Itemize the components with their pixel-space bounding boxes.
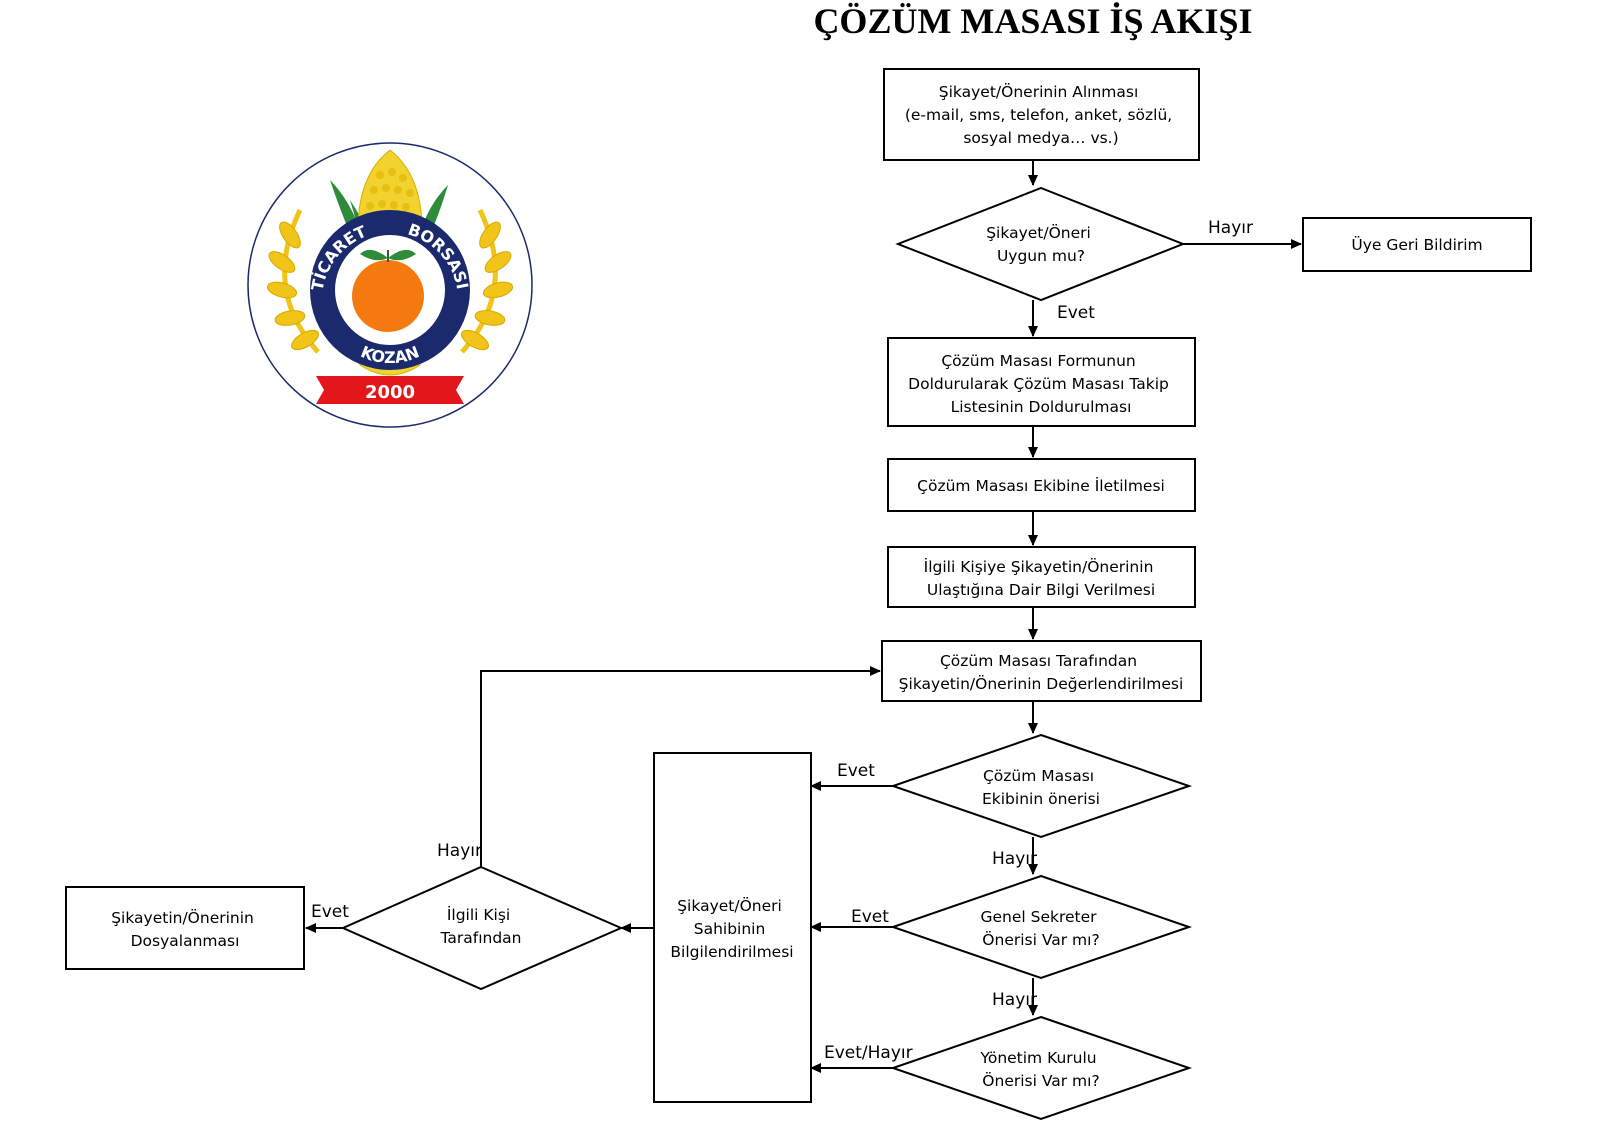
edge-label-n2-n3: Hayır bbox=[1208, 218, 1253, 238]
nodes: Şikayet/Önerinin Alınması (e-mail, sms, … bbox=[65, 68, 1532, 1121]
node-n13: Şikayetin/Önerinin Dosyalanması bbox=[65, 886, 305, 970]
page-title: ÇÖZÜM MASASI İŞ AKIŞI bbox=[813, 1, 1252, 41]
node-n3: Üye Geri Bildirim bbox=[1302, 217, 1532, 272]
node-n9: Genel Sekreter Önerisi Var mı? bbox=[889, 874, 1193, 980]
node-n8-text: Çözüm Masası Ekibinin önerisi bbox=[982, 767, 1100, 808]
node-n1: Şikayet/Önerinin Alınması (e-mail, sms, … bbox=[883, 68, 1200, 161]
node-n4: Çözüm Masası Formunun Doldurularak Çözüm… bbox=[887, 337, 1196, 427]
node-n5: Çözüm Masası Ekibine İletilmesi bbox=[887, 458, 1196, 512]
node-n11-text: Şikayet/Öneri Sahibinin Bilgilendirilmes… bbox=[670, 896, 793, 961]
edge-label-n12-n13: Evet bbox=[311, 902, 349, 922]
logo-year: 2000 bbox=[365, 382, 415, 403]
edge-label-n9-n11: Evet bbox=[851, 907, 889, 927]
node-n6: İlgili Kişiye Şikayetin/Önerinin Ulaştığ… bbox=[887, 546, 1196, 608]
ribbon-icon: 2000 bbox=[316, 376, 464, 404]
node-n7-text: Çözüm Masası Tarafından Şikayetin/Önerin… bbox=[899, 652, 1184, 693]
edge-labels: Hayır Evet Evet Hayır Evet Hayır Evet/Ha… bbox=[311, 218, 1253, 1063]
node-n5-text: Çözüm Masası Ekibine İletilmesi bbox=[917, 476, 1165, 495]
edge-label-n8-n9: Hayır bbox=[992, 849, 1037, 869]
node-n11: Şikayet/Öneri Sahibinin Bilgilendirilmes… bbox=[653, 752, 812, 1103]
kozan-ticaret-borsasi-logo: TİCARET BORSASI KOZAN 2000 bbox=[247, 142, 533, 428]
node-n10-text: Yönetim Kurulu Önerisi Var mı? bbox=[979, 1049, 1101, 1090]
edges bbox=[305, 160, 1302, 1073]
node-n13-text: Şikayetin/Önerinin Dosyalanması bbox=[111, 908, 259, 950]
node-n2-text: Şikayet/Öneri Uygun mu? bbox=[986, 223, 1096, 265]
node-n9-text: Genel Sekreter Önerisi Var mı? bbox=[981, 908, 1102, 949]
edge-label-n12-n7: Hayır bbox=[437, 841, 482, 861]
node-n6-text: İlgili Kişiye Şikayetin/Önerinin Ulaştığ… bbox=[924, 557, 1159, 599]
node-n2: Şikayet/Öneri Uygun mu? bbox=[895, 186, 1186, 302]
edge-label-n8-n11: Evet bbox=[837, 761, 875, 781]
node-n4-text: Çözüm Masası Formunun Doldurularak Çözüm… bbox=[908, 352, 1174, 416]
edge-label-n9-n10: Hayır bbox=[992, 990, 1037, 1010]
node-n7: Çözüm Masası Tarafından Şikayetin/Önerin… bbox=[881, 640, 1202, 702]
node-n12-text: İlgili Kişi Tarafından bbox=[439, 905, 521, 947]
node-n3-text: Üye Geri Bildirim bbox=[1351, 235, 1482, 254]
node-n10: Yönetim Kurulu Önerisi Var mı? bbox=[889, 1015, 1193, 1121]
edge-label-n10-n11: Evet/Hayır bbox=[824, 1043, 913, 1063]
node-n8: Çözüm Masası Ekibinin önerisi bbox=[889, 733, 1193, 839]
wheat-icon bbox=[266, 208, 514, 354]
edge-n12-n7 bbox=[480, 666, 881, 867]
node-n12: İlgili Kişi Tarafından bbox=[340, 865, 624, 991]
orange-fruit-icon bbox=[352, 249, 424, 332]
edge-label-n2-n4: Evet bbox=[1057, 303, 1095, 323]
node-n1-text: Şikayet/Önerinin Alınması (e-mail, sms, … bbox=[905, 82, 1177, 147]
